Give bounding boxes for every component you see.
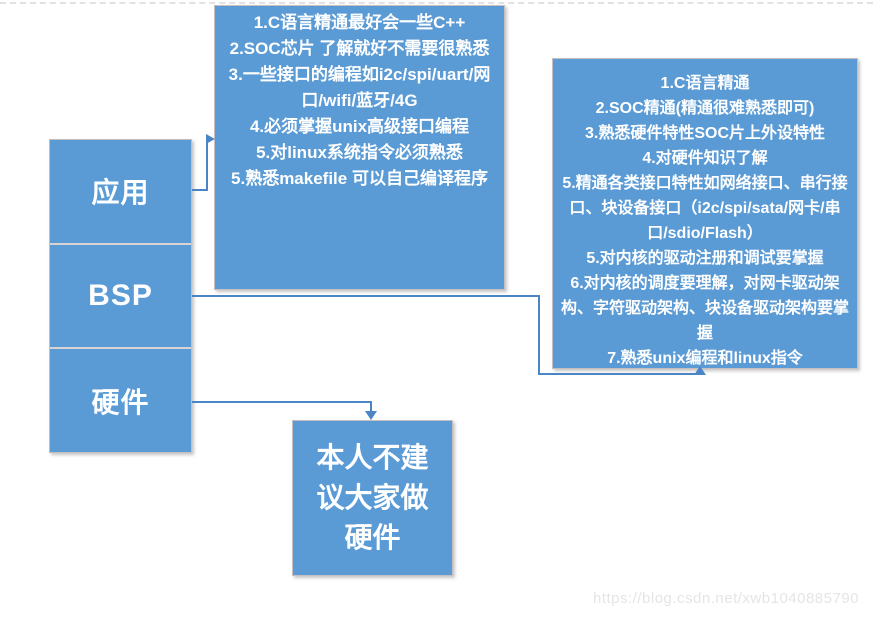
stack-label-hardware: 硬件 bbox=[91, 386, 150, 418]
requirement-line: 2.SOC芯片 了解就好不需要很熟悉 bbox=[229, 39, 490, 58]
slide-top-boundary bbox=[0, 2, 873, 4]
application-requirements-box: 1.C语言精通最好会一些C++ 2.SOC芯片 了解就好不需要很熟悉 3.一些接… bbox=[214, 5, 505, 290]
requirement-line: 2.SOC精通(精通很难熟悉即可) bbox=[595, 100, 815, 117]
stack-item-application: 应用 bbox=[50, 140, 191, 243]
requirement-line: 5.熟悉makefile 可以自己编译程序 bbox=[231, 169, 488, 188]
requirement-line: 3.一些接口的编程如i2c/spi/uart/网口/wifi/蓝牙/4G bbox=[228, 65, 491, 110]
requirement-line: 5.对linux系统指令必须熟悉 bbox=[256, 143, 463, 162]
watermark-text: https://blog.csdn.net/xwb1040885790 bbox=[593, 590, 860, 607]
connector-bsp-h2 bbox=[538, 373, 696, 375]
hardware-warning-text: 本人不建议大家做硬件 bbox=[316, 442, 429, 553]
bsp-requirements-box: 1.C语言精通 2.SOC精通(精通很难熟悉即可) 3.熟悉硬件特性SOC片上外… bbox=[552, 58, 858, 369]
requirement-line: 5.对内核的驱动注册和调试要掌握 bbox=[586, 250, 824, 267]
arrow-right-icon bbox=[206, 134, 215, 144]
stack-item-hardware: 硬件 bbox=[50, 349, 191, 453]
requirement-line: 4.对硬件知识了解 bbox=[642, 150, 768, 167]
hardware-warning-box: 本人不建议大家做硬件 bbox=[292, 420, 453, 576]
connector-hardware-h bbox=[192, 401, 372, 403]
requirement-line: 4.必须掌握unix高级接口编程 bbox=[249, 117, 470, 136]
stack-label-application: 应用 bbox=[91, 177, 150, 209]
requirement-line: 1.C语言精通最好会一些C++ bbox=[253, 13, 466, 32]
connector-application-h bbox=[192, 189, 208, 191]
stack-item-bsp: BSP bbox=[50, 244, 191, 348]
requirement-line: 6.对内核的调度要理解，对网卡驱动架构、字符驱动架构、块设备驱动架构要掌握 bbox=[560, 275, 849, 342]
stack-label-bsp: BSP bbox=[88, 279, 153, 312]
requirement-line: 5.精通各类接口特性如网络接口、串行接口、块设备接口（i2c/spi/sata/… bbox=[562, 175, 848, 242]
layer-stack-box: 应用 BSP 硬件 bbox=[49, 139, 192, 453]
connector-bsp-v bbox=[538, 295, 540, 375]
requirement-line: 1.C语言精通 bbox=[660, 75, 750, 92]
connector-bsp-h1 bbox=[192, 295, 540, 297]
requirement-line: 3.熟悉硬件特性SOC片上外设特性 bbox=[584, 125, 826, 142]
connector-application-v bbox=[206, 139, 208, 191]
connector-hardware-v bbox=[370, 401, 372, 412]
arrow-down-icon bbox=[365, 411, 377, 420]
requirement-line: 7.熟悉unix编程和linux指令 bbox=[607, 350, 803, 367]
arrow-up-icon bbox=[694, 366, 706, 375]
